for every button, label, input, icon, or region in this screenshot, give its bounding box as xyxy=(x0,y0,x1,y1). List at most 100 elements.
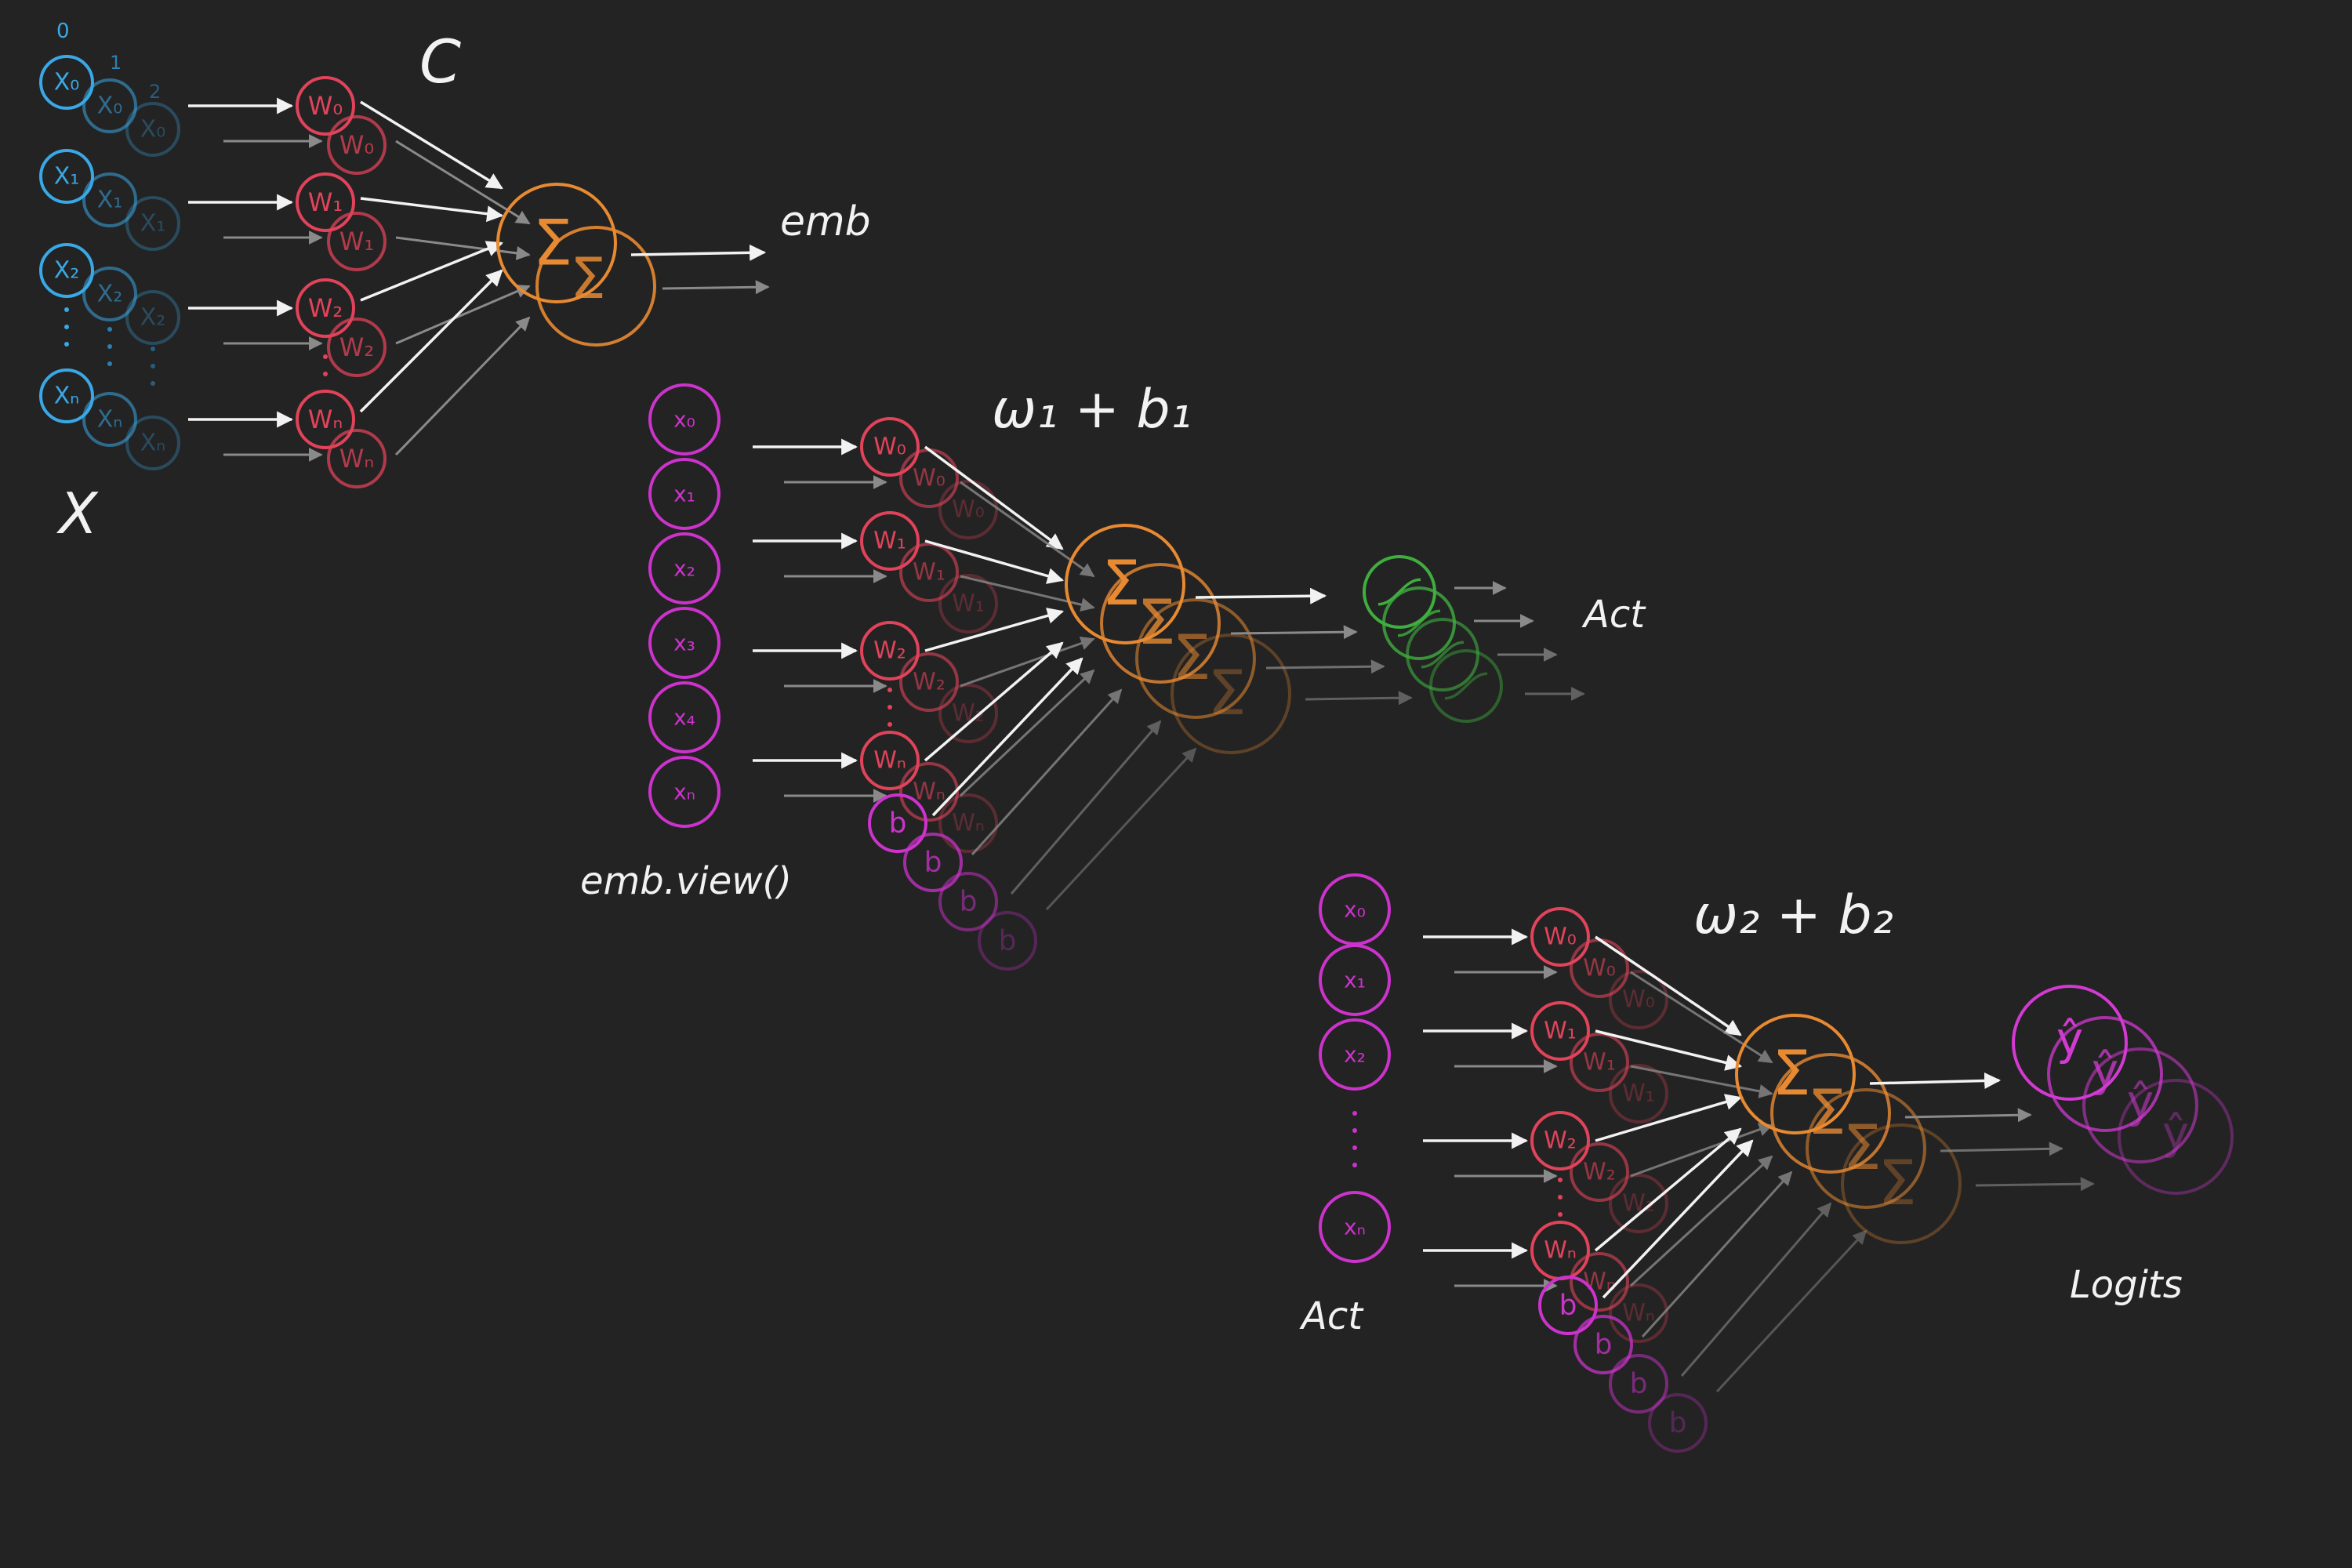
input-node-label: x₀ xyxy=(1344,897,1366,923)
input-node xyxy=(39,149,94,204)
bias-node xyxy=(938,872,998,931)
sigma-icon: Σ xyxy=(570,245,606,311)
weight-node xyxy=(1609,970,1668,1029)
weight-to-sum-arrow xyxy=(1630,971,1773,1064)
bias-node xyxy=(1648,1393,1708,1453)
bias-node xyxy=(868,793,927,853)
sum-node xyxy=(1735,1014,1856,1134)
stage3: ω₂ + b₂ Act Logits xyxy=(1299,884,2183,1338)
input-node-label: xₙ xyxy=(1344,1214,1366,1240)
weight-node xyxy=(860,731,920,790)
weight-node xyxy=(1530,1001,1590,1061)
ellipsis xyxy=(1558,1178,1563,1182)
input-node xyxy=(1319,1191,1391,1263)
weight-node-label: W₁ xyxy=(913,559,946,586)
weight-node-label: W₂ xyxy=(873,637,906,665)
stage1-output-label: emb xyxy=(780,198,871,245)
stage1: C X emb 0 1 2 xyxy=(56,20,871,546)
input-node-label: x₂ xyxy=(1344,1042,1366,1068)
weight-node xyxy=(1530,907,1590,967)
emb-arrow xyxy=(662,280,770,295)
bias-node-label: b xyxy=(889,808,907,840)
input-node-label: X₁ xyxy=(140,210,166,238)
input-node xyxy=(82,78,137,133)
weight-node-label: W₀ xyxy=(873,434,906,461)
weight-node-label: Wₙ xyxy=(952,810,985,837)
weight-node-label: W₁ xyxy=(1544,1018,1577,1045)
input-node xyxy=(125,196,180,251)
weight-to-sum-arrow xyxy=(395,236,531,260)
ellipsis xyxy=(323,354,328,359)
weight-node-label: Wₙ xyxy=(339,444,374,474)
weight-node-label: W₀ xyxy=(1583,955,1616,982)
weight-to-sum-arrow xyxy=(924,608,1065,652)
sum-to-logits-arrow xyxy=(1869,1072,2002,1089)
ellipsis xyxy=(107,327,112,332)
input-node-label: X₂ xyxy=(97,281,123,308)
weight-node xyxy=(327,429,387,488)
ellipsis xyxy=(64,342,69,347)
bias-node-label: b xyxy=(1669,1407,1687,1439)
ellipsis xyxy=(151,364,155,368)
weight-node xyxy=(327,115,387,175)
weight-to-sum-arrow xyxy=(1595,1029,1743,1071)
ellipsis xyxy=(323,372,328,376)
ellipsis xyxy=(64,325,69,329)
input-node xyxy=(82,392,137,447)
stage3-input-label: Act xyxy=(1299,1294,1364,1338)
weight-node-label: W₀ xyxy=(1544,924,1577,951)
weight-to-sum-arrow xyxy=(960,481,1095,578)
weight-to-sum-arrow xyxy=(1594,1127,1742,1252)
weight-node-label: W₀ xyxy=(339,130,374,160)
weight-node-label: W₂ xyxy=(913,669,946,696)
ellipsis xyxy=(1352,1145,1357,1150)
ellipsis xyxy=(887,722,892,727)
logit-node xyxy=(2012,985,2128,1101)
input-node xyxy=(1319,944,1391,1016)
bias-to-sum-arrow xyxy=(1602,1139,1754,1299)
weight-node-label: W₀ xyxy=(1622,986,1655,1014)
sum-to-logits-arrow xyxy=(1904,1108,2032,1123)
weight-to-sum-arrow xyxy=(394,316,531,456)
weight-node xyxy=(1609,1174,1668,1233)
weight-to-sum-arrow xyxy=(360,197,504,223)
sigma-icon: Σ xyxy=(533,207,573,280)
index-label-2: 2 xyxy=(149,81,161,103)
sum-node xyxy=(1100,563,1221,684)
input-node xyxy=(648,532,720,604)
input-node xyxy=(125,416,180,470)
input-node xyxy=(39,55,94,110)
bias-node-label: b xyxy=(1630,1368,1648,1400)
weight-to-sum-arrow xyxy=(924,445,1064,550)
bias-node xyxy=(1538,1276,1598,1335)
stage2: ω₁ + b₁ emb.view() Act xyxy=(580,379,1646,903)
weight-to-sum-arrow xyxy=(395,285,531,345)
weight-node-label: W₁ xyxy=(1583,1049,1616,1076)
activation-node xyxy=(1382,586,1456,660)
weight-node-label: Wₙ xyxy=(1622,1300,1655,1327)
stage3-output-label: Logits xyxy=(2070,1263,2183,1307)
sigma-icon: Σ xyxy=(1172,623,1210,694)
input-node xyxy=(125,290,180,345)
weight-node-label: W₂ xyxy=(339,332,374,362)
activation-node xyxy=(1406,618,1479,691)
input-node xyxy=(648,681,720,753)
sigma-icon: Σ xyxy=(1878,1149,1916,1219)
bias-to-sum-arrow xyxy=(971,688,1123,856)
logit-node xyxy=(2047,1016,2163,1132)
diagram-nodes: X₀X₀X₀X₁X₁X₁X₂X₂X₂XₙXₙXₙW₀W₀W₁W₁W₂W₂WₙWₙ… xyxy=(39,55,2234,1453)
input-node xyxy=(82,267,137,321)
weight-node xyxy=(899,652,959,712)
weight-node-label: W₁ xyxy=(339,227,374,256)
input-node xyxy=(125,102,180,157)
weight-node xyxy=(938,793,998,853)
weight-node-label: W₁ xyxy=(1622,1080,1655,1108)
weight-to-sum-arrow xyxy=(360,241,503,302)
input-node-label: x₁ xyxy=(1344,967,1366,993)
weight-node xyxy=(899,762,959,822)
weight-to-sum-arrow xyxy=(360,100,503,190)
input-node xyxy=(648,607,720,679)
sum-node xyxy=(1841,1123,1962,1244)
y-hat-icon: ŷ xyxy=(2092,1044,2118,1097)
logit-node xyxy=(2118,1079,2234,1195)
